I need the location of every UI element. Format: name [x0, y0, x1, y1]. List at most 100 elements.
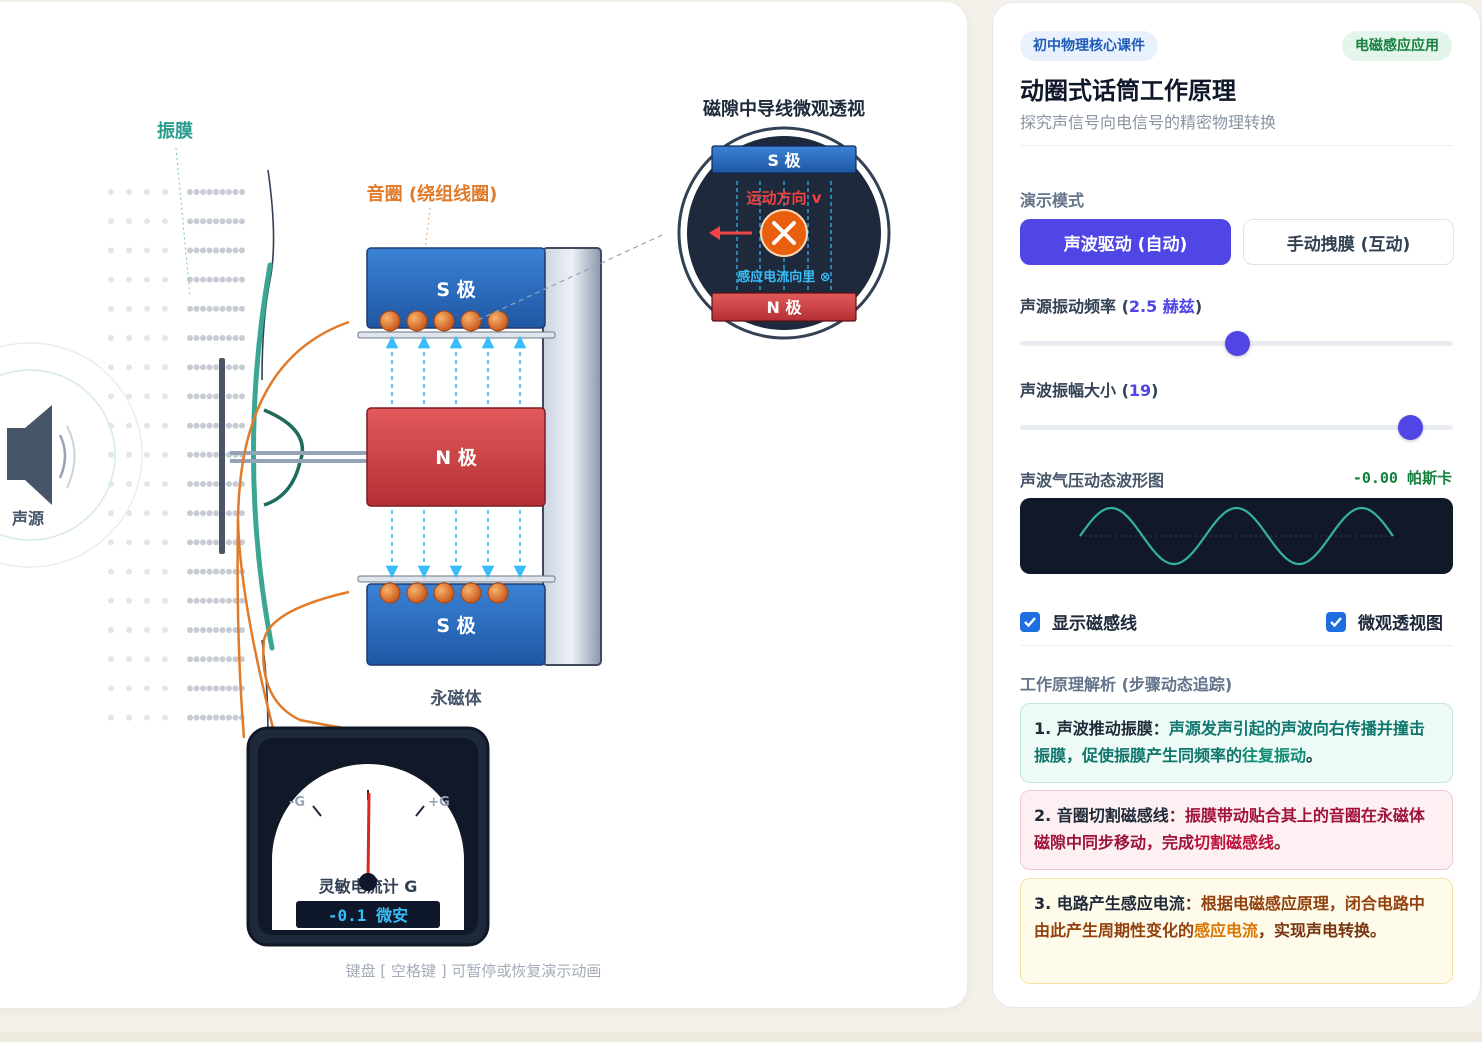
- air-particle: [144, 189, 150, 195]
- air-particle: [144, 218, 150, 225]
- air-particle: [162, 451, 168, 458]
- air-particle: [239, 276, 245, 283]
- micro-view-title: 磁隙中导线微观透视: [703, 98, 865, 120]
- air-particle: [126, 305, 132, 312]
- air-particle: [219, 568, 226, 575]
- air-particle: [193, 393, 200, 400]
- air-particle: [206, 539, 213, 546]
- air-particle: [193, 451, 200, 458]
- air-particle: [144, 451, 150, 458]
- air-particle: [193, 305, 200, 312]
- coil-wire-bead: [406, 582, 428, 604]
- air-particle: [213, 305, 219, 312]
- air-particle: [226, 685, 232, 692]
- checkbox-icon: [1020, 611, 1040, 632]
- sound-source[interactable]: 声源: [0, 342, 143, 568]
- air-particle: [232, 393, 239, 400]
- air-particle: [126, 422, 132, 429]
- micro-view-checkbox[interactable]: 微观透视图: [1326, 609, 1443, 634]
- air-particle: [206, 451, 213, 458]
- magnet-label: 永磁体: [430, 688, 483, 709]
- amplitude-slider-thumb[interactable]: [1397, 415, 1423, 440]
- air-particle: [213, 714, 219, 721]
- air-particle: [193, 539, 200, 546]
- air-particle: [126, 451, 132, 458]
- air-particle: [219, 656, 226, 663]
- air-particle: [162, 189, 168, 195]
- air-particle: [226, 422, 232, 429]
- air-particle: [226, 364, 232, 371]
- manual-mode-button[interactable]: 手动拽膜 (互动): [1243, 219, 1454, 265]
- air-particle: [226, 539, 232, 546]
- air-particle: [232, 656, 239, 663]
- air-particle: [206, 305, 213, 312]
- coil-wire-bead: [487, 310, 509, 332]
- air-particle: [206, 189, 213, 195]
- air-particle: [108, 335, 114, 341]
- galvanometer: 0 -G +G 灵敏电流计 G -0.1 微安: [246, 726, 490, 947]
- frequency-value: 2.5 赫兹: [1128, 297, 1195, 316]
- diaphragm[interactable]: [251, 262, 275, 651]
- step-card-2: 2. 音圈切割磁感线：振膜带动贴合其上的音圈在永磁体磁隙中同步移动，完成切割磁感…: [1020, 790, 1453, 870]
- air-particle: [126, 189, 132, 195]
- air-particle: [239, 539, 245, 546]
- auto-mode-button[interactable]: 声波驱动 (自动): [1020, 219, 1231, 265]
- air-particle: [144, 568, 150, 575]
- air-particle: [162, 510, 168, 517]
- air-particle: [239, 335, 245, 341]
- air-particle: [206, 568, 213, 575]
- air-particle: [239, 364, 245, 371]
- air-particle: [162, 218, 168, 225]
- diagram-stage[interactable]: 声源 振膜 音圈 (绕组线圈) S 极 N 极: [0, 2, 967, 1008]
- air-particle: [187, 393, 193, 400]
- air-particle: [144, 276, 150, 283]
- air-particle: [193, 685, 200, 692]
- air-particle: [126, 568, 132, 575]
- air-particle: [200, 393, 206, 400]
- show-field-checkbox[interactable]: 显示磁感线: [1020, 609, 1137, 634]
- amplitude-slider[interactable]: [1020, 415, 1453, 440]
- air-particle: [226, 481, 232, 487]
- air-particle: [193, 364, 200, 371]
- frequency-slider-thumb[interactable]: [1224, 331, 1250, 356]
- air-particle: [108, 451, 114, 458]
- air-particle: [219, 597, 226, 604]
- svg-text:N 极: N 极: [435, 446, 478, 469]
- frequency-slider[interactable]: [1020, 331, 1453, 356]
- air-particle: [162, 335, 168, 341]
- air-particle: [206, 685, 213, 692]
- air-particle: [213, 335, 219, 341]
- air-particle: [200, 627, 206, 633]
- air-particle: [108, 305, 114, 312]
- air-particle: [126, 276, 132, 283]
- air-particle: [108, 247, 114, 254]
- air-particle: [232, 364, 239, 371]
- air-particle: [187, 247, 193, 254]
- air-particle: [108, 276, 114, 283]
- air-particle: [162, 422, 168, 429]
- divider: [1020, 145, 1453, 146]
- air-particle: [193, 335, 200, 341]
- air-particle: [226, 247, 232, 254]
- air-particle: [126, 656, 132, 663]
- air-particle: [200, 189, 206, 195]
- air-particle: [144, 685, 150, 692]
- air-particle: [193, 568, 200, 575]
- air-particle: [232, 189, 239, 195]
- air-particle: [187, 481, 193, 487]
- air-particle: [144, 364, 150, 371]
- air-particle: [200, 247, 206, 254]
- air-particle: [232, 305, 239, 312]
- air-particle: [108, 656, 114, 663]
- voice-coil[interactable]: [379, 310, 509, 604]
- air-particle: [144, 247, 150, 254]
- air-particle: [126, 685, 132, 692]
- air-particle: [108, 597, 114, 604]
- n-pole-center: N 极: [366, 407, 546, 507]
- air-particle: [162, 597, 168, 604]
- air-particle: [219, 685, 226, 692]
- air-particle: [193, 656, 200, 663]
- coil-wire-bead: [460, 310, 482, 332]
- air-particle: [239, 510, 245, 517]
- air-particle: [206, 597, 213, 604]
